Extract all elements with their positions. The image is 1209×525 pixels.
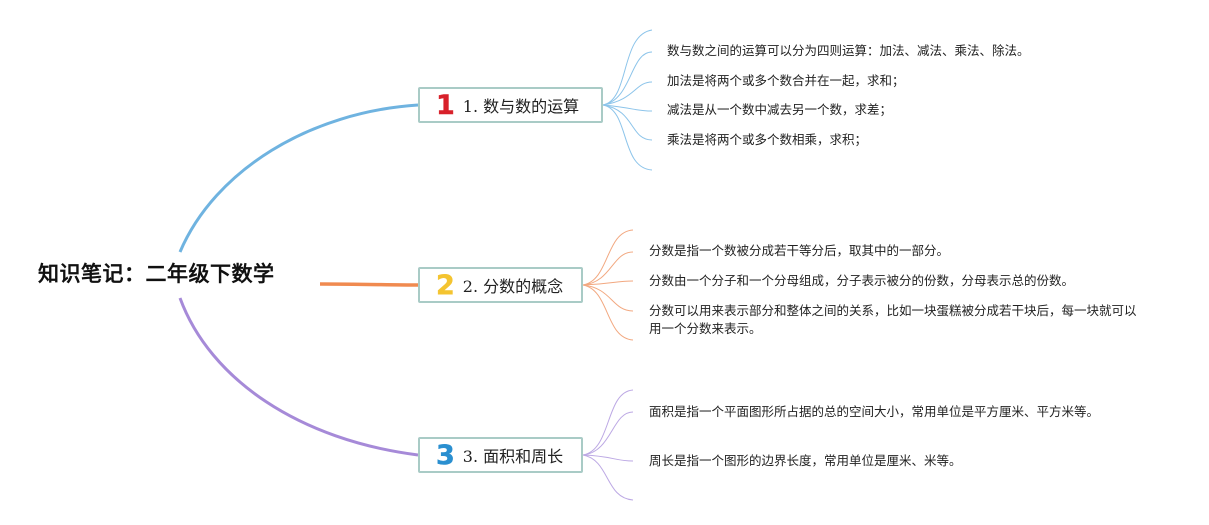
root-topic[interactable]: 知识笔记：二年级下数学 xyxy=(38,262,275,286)
number-2-icon: 2 xyxy=(436,269,455,301)
leaf-text-2-2[interactable]: 分数由一个分子和一个分母组成，分子表示被分的份数，分母表示总的份数。 xyxy=(649,273,1075,288)
number-1-icon: 1 xyxy=(436,89,455,121)
leaf-text-3-1[interactable]: 面积是指一个平面图形所占据的总的空间大小，常用单位是平方厘米、平方米等。 xyxy=(649,404,1100,419)
leaf-fan-1 xyxy=(602,29,653,171)
branch-label-3: 3. 面积和周长 xyxy=(462,447,564,466)
leaf-text-1-3[interactable]: 减法是从一个数中减去另一个数，求差； xyxy=(667,102,893,117)
leaf-text-1-2[interactable]: 加法是将两个或多个数合并在一起，求和； xyxy=(667,73,905,88)
connector-root-branch-3 xyxy=(178,297,419,457)
leaf-text-2-1[interactable]: 分数是指一个数被分成若干等分后，取其中的一部分。 xyxy=(649,243,950,258)
leaf-text-1-1[interactable]: 数与数之间的运算可以分为四则运算：加法、减法、乘法、除法。 xyxy=(667,43,1030,58)
branch-node-2[interactable]: 2 2. 分数的概念 xyxy=(418,267,583,303)
connector-root-branch-2 xyxy=(319,282,419,287)
leaf-fan-3 xyxy=(582,389,634,501)
leaf-text-2-3[interactable]: 分数可以用来表示部分和整体之间的关系，比如一块蛋糕被分成若干块后，每一块就可以用… xyxy=(649,303,1137,336)
number-3-icon: 3 xyxy=(436,439,455,471)
branch-label-2: 2. 分数的概念 xyxy=(462,277,564,296)
branch-node-3[interactable]: 3 3. 面积和周长 xyxy=(418,437,583,473)
leaf-text-3-2[interactable]: 周长是指一个图形的边界长度，常用单位是厘米、米等。 xyxy=(649,453,962,468)
leaf-fan-2 xyxy=(582,229,634,341)
branch-label-1: 1. 数与数的运算 xyxy=(462,97,580,116)
leaf-text-1-4[interactable]: 乘法是将两个或多个数相乘，求积； xyxy=(667,132,868,147)
branch-node-1[interactable]: 1 1. 数与数的运算 xyxy=(418,87,603,123)
connector-root-branch-1 xyxy=(178,103,419,253)
